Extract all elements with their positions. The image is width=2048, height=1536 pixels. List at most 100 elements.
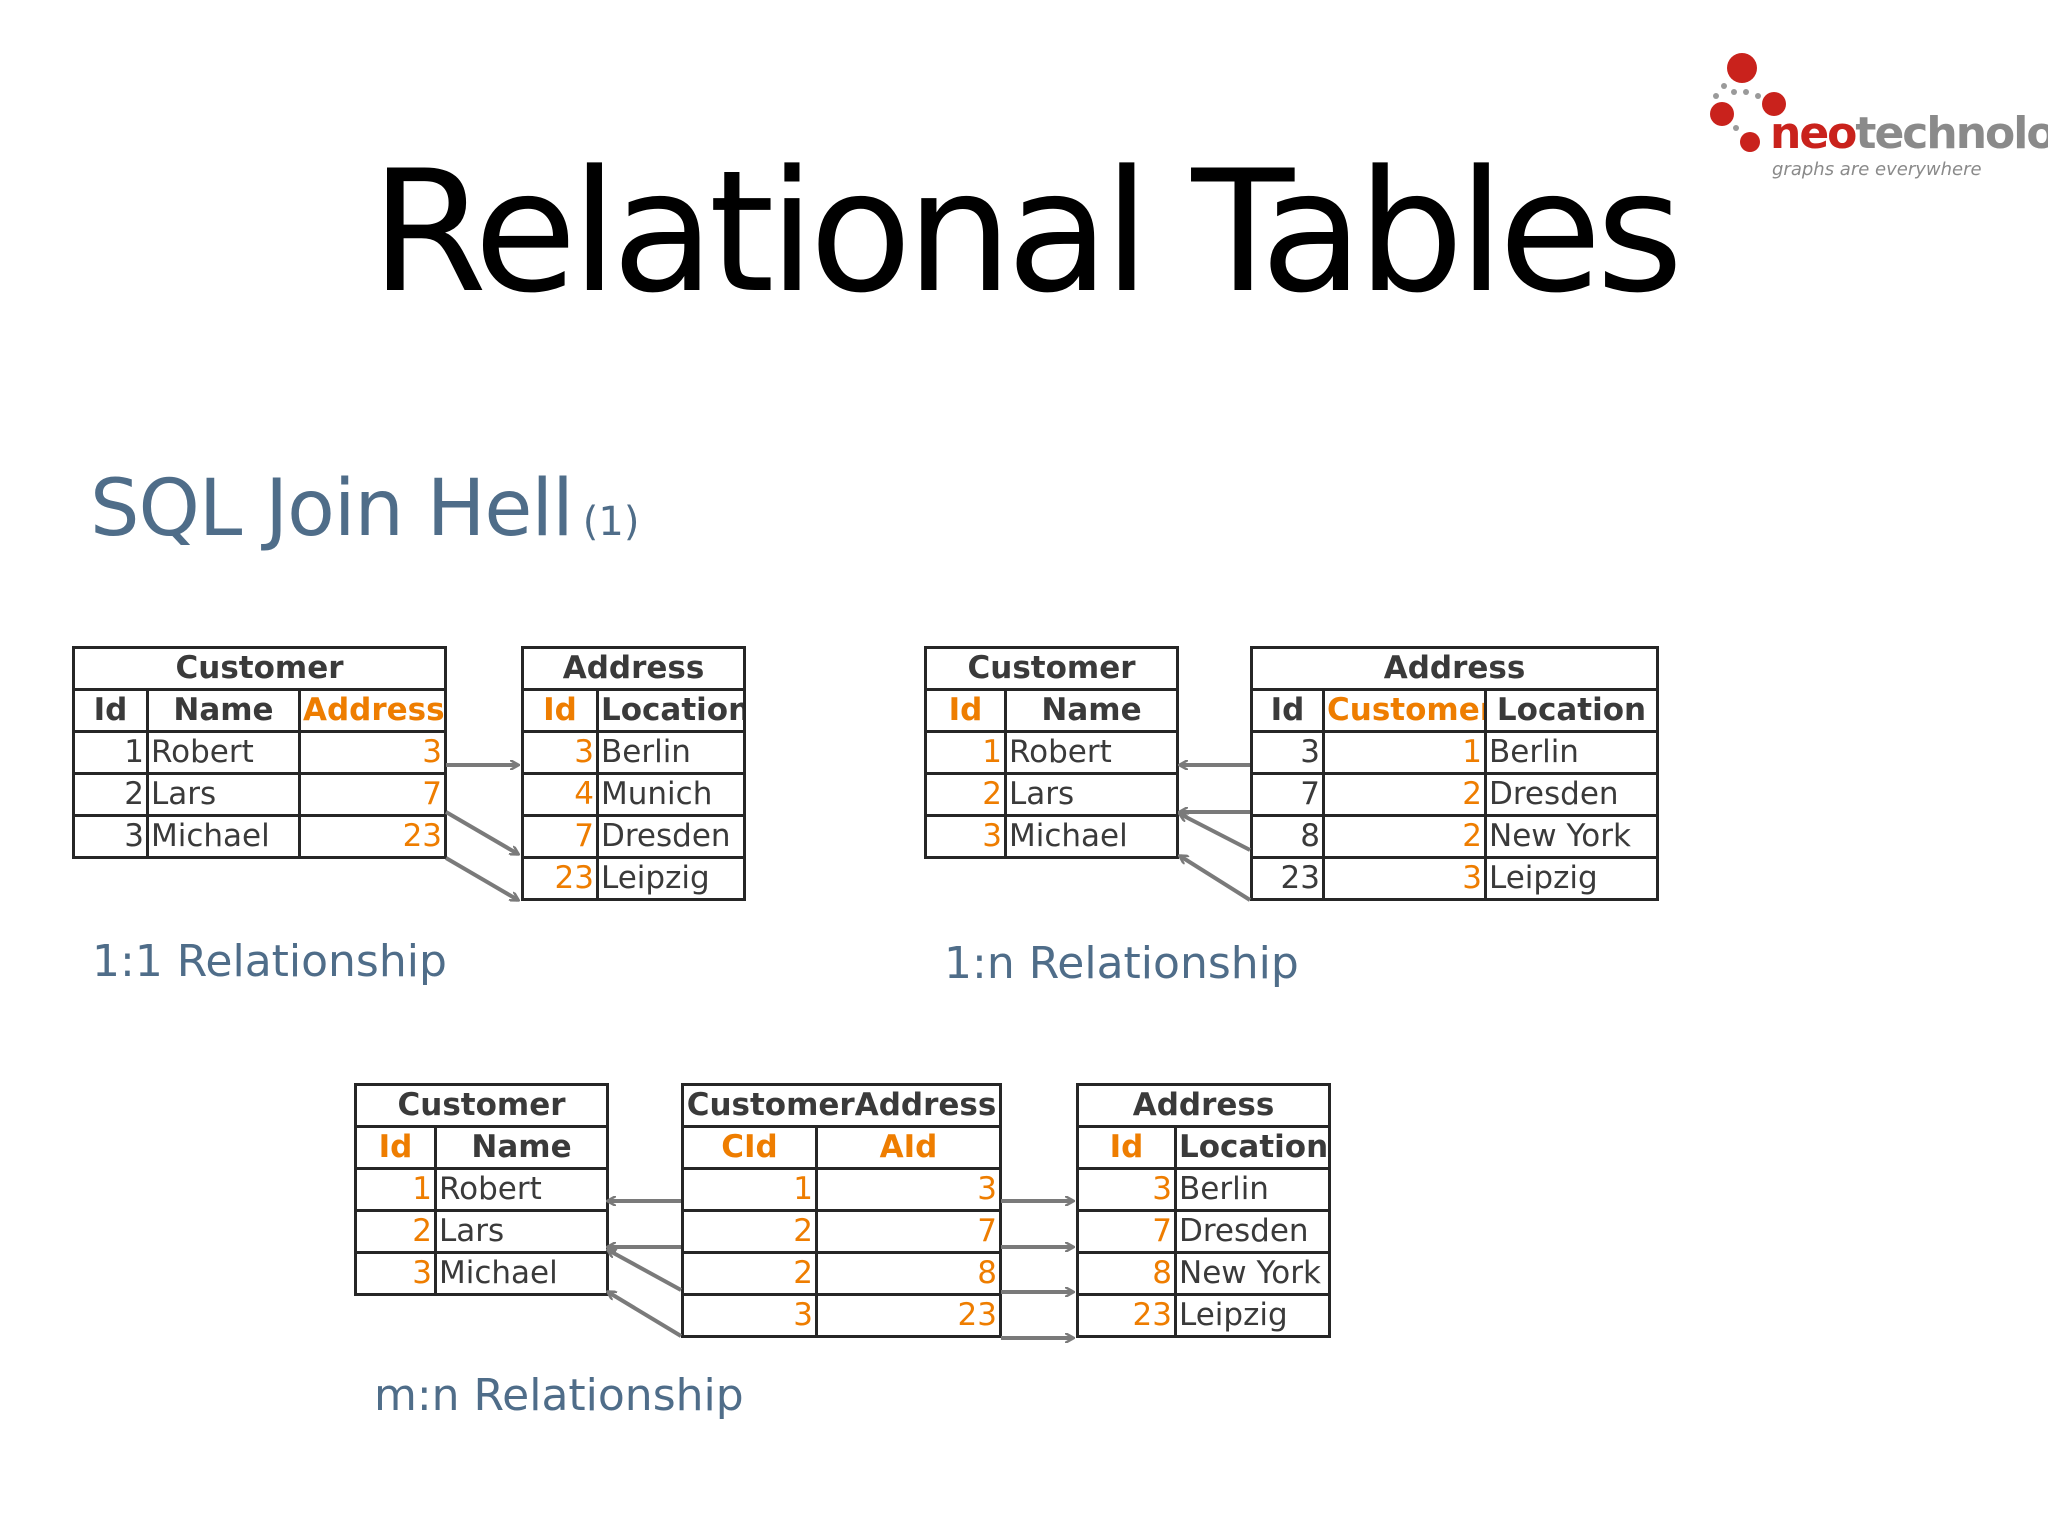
column-header: Id — [1076, 1125, 1177, 1170]
table-name: Address — [1076, 1083, 1331, 1128]
cell: 2 — [681, 1209, 818, 1254]
cell: 3 — [924, 814, 1007, 859]
one-to-one-label: 1:1 Relationship — [92, 936, 447, 987]
cell: 4 — [521, 772, 599, 817]
column-header: AId — [815, 1125, 1002, 1170]
cell: 1 — [72, 730, 149, 775]
column-header: Id — [1250, 688, 1325, 733]
column-header: Name — [433, 1125, 610, 1170]
column-header: Name — [1003, 688, 1180, 733]
cell: Robert — [1003, 730, 1180, 775]
cell: Lars — [1003, 772, 1180, 817]
cell: Dresden — [1484, 772, 1659, 817]
cell: 23 — [1250, 856, 1325, 901]
column-header: Id — [354, 1125, 437, 1170]
cell: 3 — [815, 1167, 1002, 1212]
cell: Leipzig — [1174, 1293, 1331, 1338]
cell: 2 — [681, 1251, 818, 1296]
subtitle-text: SQL Join Hell — [90, 464, 574, 554]
cell: 23 — [521, 856, 599, 901]
cell: Dresden — [596, 814, 746, 859]
cell: Berlin — [596, 730, 746, 775]
cell: Berlin — [1484, 730, 1659, 775]
cell: 2 — [1322, 814, 1487, 859]
cell: 8 — [1076, 1251, 1177, 1296]
cell: 3 — [681, 1293, 818, 1338]
table-name: Address — [521, 646, 746, 691]
cell: 3 — [1322, 856, 1487, 901]
cell: Leipzig — [1484, 856, 1659, 901]
cell: 7 — [1250, 772, 1325, 817]
cell: 23 — [815, 1293, 1002, 1338]
cell: Leipzig — [596, 856, 746, 901]
column-header: Location — [596, 688, 746, 733]
arrow-down-right-icon — [444, 810, 518, 854]
m-to-n-label: m:n Relationship — [374, 1370, 744, 1421]
one-to-one-customer-table: Customer Id Name Address 1 Robert 3 2 La… — [71, 646, 448, 859]
column-header: Location — [1174, 1125, 1331, 1170]
cell: 2 — [1322, 772, 1487, 817]
cell: 2 — [354, 1209, 437, 1254]
slide-title: Relational Tables — [370, 134, 1684, 330]
cell: Dresden — [1174, 1209, 1331, 1254]
column-header: Id — [521, 688, 599, 733]
cell: Robert — [433, 1167, 610, 1212]
column-header: Location — [1484, 688, 1659, 733]
cell: 8 — [1250, 814, 1325, 859]
arrow-up-left-icon — [1180, 856, 1252, 902]
logo-dots-icon — [1710, 53, 1786, 152]
cell: 3 — [354, 1251, 437, 1296]
table-row: 3 Michael 23 — [72, 814, 448, 859]
table-row: 1 Robert 3 — [72, 730, 448, 775]
cell: 1 — [1322, 730, 1487, 775]
subtitle-note: (1) — [582, 499, 640, 545]
logo-tagline: graphs are everywhere — [1772, 159, 1982, 180]
cell: New York — [1484, 814, 1659, 859]
cell: 7 — [297, 772, 448, 817]
column-header: Address — [297, 688, 448, 733]
column-header: Id — [924, 688, 1007, 733]
table-name: CustomerAddress — [681, 1083, 1002, 1128]
arrow-up-left-icon — [608, 1292, 683, 1338]
cell: 1 — [354, 1167, 437, 1212]
cell: Michael — [146, 814, 301, 859]
cell: 7 — [521, 814, 599, 859]
cell: 3 — [1076, 1167, 1177, 1212]
cell: Berlin — [1174, 1167, 1331, 1212]
arrow-up-left-icon — [1180, 814, 1251, 852]
cell: 3 — [297, 730, 448, 775]
neotechnology-logo: neotechnology graphs are everywhere — [1700, 48, 2048, 188]
table-name: Customer — [71, 646, 448, 691]
arrow-down-right-icon — [444, 856, 518, 900]
table-name: Customer — [353, 1083, 610, 1128]
cell: Munich — [596, 772, 746, 817]
column-header: Name — [146, 688, 301, 733]
column-header: CId — [681, 1125, 818, 1170]
cell: 7 — [815, 1209, 1002, 1254]
cell: Robert — [146, 730, 301, 775]
